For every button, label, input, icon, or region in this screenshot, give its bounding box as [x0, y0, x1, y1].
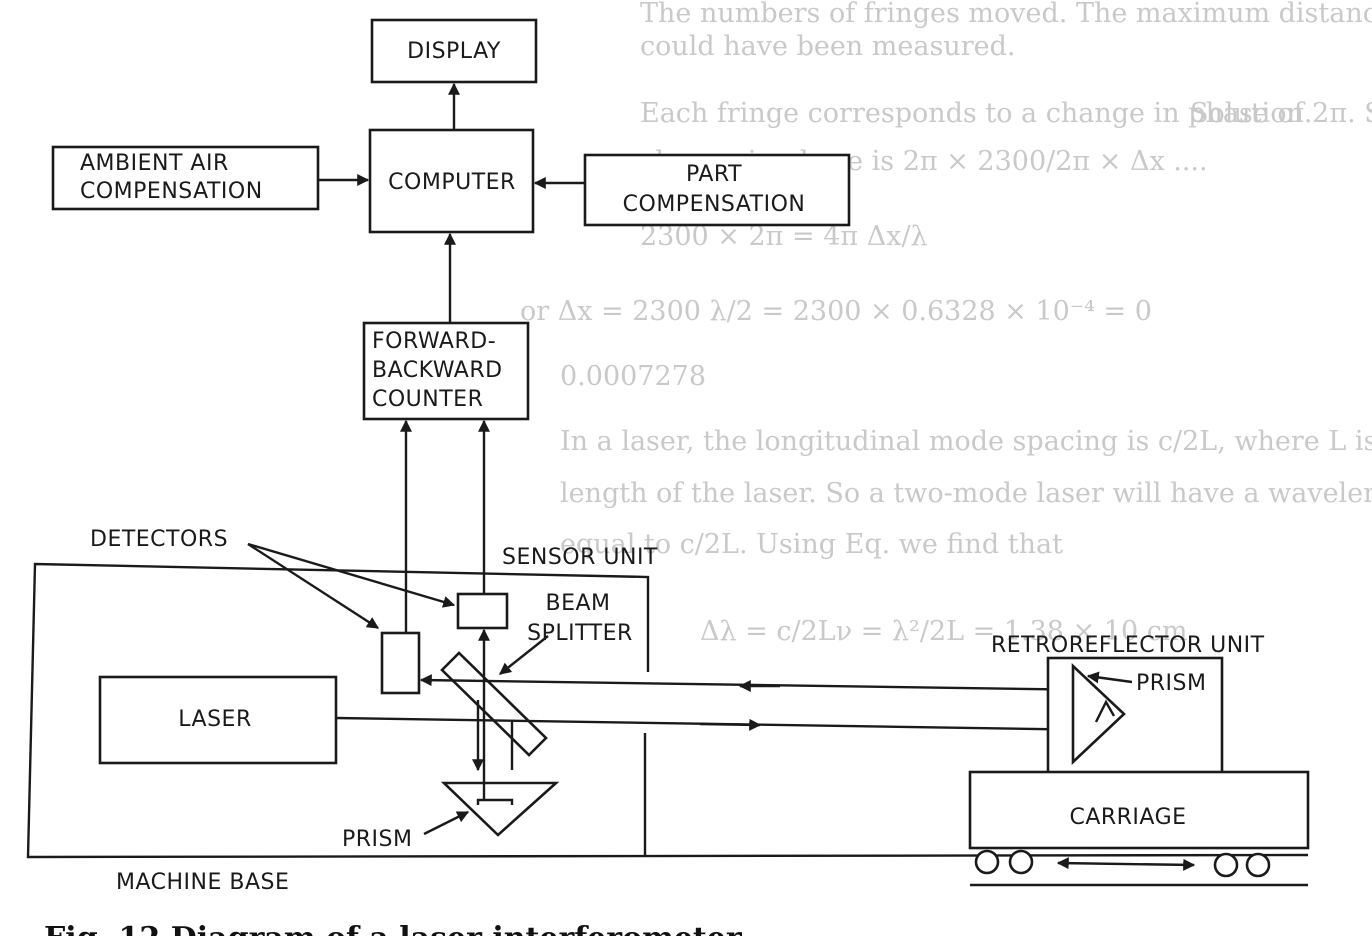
ghost-line: Solution.: [1190, 98, 1313, 129]
beam-splitter-label-line1: BEAM: [545, 591, 610, 616]
retroreflector-unit-label: RETROREFLECTOR UNIT: [991, 633, 1265, 658]
carriage-motion-arrow: [1056, 857, 1196, 871]
base-prism: [440, 781, 560, 837]
machine-base-label: MACHINE BASE: [116, 870, 289, 895]
detectors-leader-2: [247, 542, 456, 608]
retro-prism-label: PRISM: [1136, 671, 1207, 696]
ambient-air-compensation-block: AMBIENT AIR COMPENSATION: [51, 145, 320, 211]
ghost-line: length of the laser. So a two-mode laser…: [560, 478, 1372, 509]
ghost-line: In a laser, the longitudinal mode spacin…: [560, 426, 1372, 457]
beam-splitter-label-line2: SPLITTER: [527, 621, 633, 646]
beam-splitter-leader: [499, 635, 549, 675]
enclosure-outline: [26, 562, 1309, 859]
counter-label-line2: BACKWARD: [372, 358, 503, 383]
ghost-line: Each fringe corresponds to a change in p…: [640, 98, 1372, 129]
carriage-assembly: CARRIAGE: [968, 770, 1310, 887]
carriage-wheel: [1213, 852, 1239, 878]
display-block: DISPLAY: [370, 18, 538, 84]
machine-base-enclosure: [26, 562, 1309, 859]
laser-block: LASER: [98, 675, 338, 765]
ghost-line: or Δx = 2300 λ/2 = 2300 × 0.6328 × 10⁻⁴ …: [520, 296, 1152, 327]
ghost-line: could have been measured.: [640, 31, 1015, 62]
ambient-label-line1: AMBIENT AIR: [80, 151, 229, 176]
signal-arrows: [318, 82, 585, 632]
outgoing-beam-arrow: [699, 718, 762, 731]
base-prism-leader: [423, 810, 470, 836]
ghost-line: The numbers of fringes moved. The maximu…: [640, 0, 1372, 29]
retro-prism-inner: [1094, 699, 1116, 723]
carriage-wheel: [1245, 852, 1271, 878]
ghost-line: 0.0007278: [560, 361, 706, 392]
display-label: DISPLAY: [407, 39, 501, 64]
retroreflector-unit: [1046, 656, 1224, 777]
ghost-line: Δλ = c/2Lν = λ²/2L = 1.38 × 10 cm: [700, 616, 1187, 647]
carriage-label: CARRIAGE: [1069, 805, 1186, 830]
carriage-wheel: [1008, 849, 1034, 875]
carriage-wheel: [974, 849, 1000, 875]
laser-label: LASER: [178, 707, 251, 732]
ambient-label-line2: COMPENSATION: [80, 179, 263, 204]
part-label-line1: PART: [686, 162, 742, 187]
retro-prism-leader: [1086, 671, 1133, 684]
detectors-leader-1: [247, 542, 380, 630]
computer-label: COMPUTER: [388, 170, 516, 195]
beam-splitter-plate: [440, 651, 548, 757]
detector-left: [380, 631, 421, 695]
detector-top: [456, 592, 509, 630]
forward-backward-counter-block: FORWARD- BACKWARD COUNTER: [362, 321, 530, 421]
computer-block: COMPUTER: [368, 128, 535, 234]
counter-label-line3: COUNTER: [372, 387, 483, 412]
part-label-line2: COMPENSATION: [623, 192, 806, 217]
base-prism-inner: [476, 798, 514, 805]
retro-prism: [1071, 662, 1126, 766]
counter-label-line1: FORWARD-: [372, 329, 496, 354]
sensor-unit-label: SENSOR UNIT: [502, 545, 658, 570]
detectors-label: DETECTORS: [90, 527, 228, 552]
base-prism-label: PRISM: [342, 827, 413, 852]
beam-paths: [335, 628, 1101, 800]
figure-caption: Fig. 12 Diagram of a laser interferomete…: [44, 921, 743, 936]
part-compensation-block: PART COMPENSATION: [583, 153, 851, 227]
ghost-line: equal to c/2L. Using Eq. we find that: [560, 529, 1063, 560]
